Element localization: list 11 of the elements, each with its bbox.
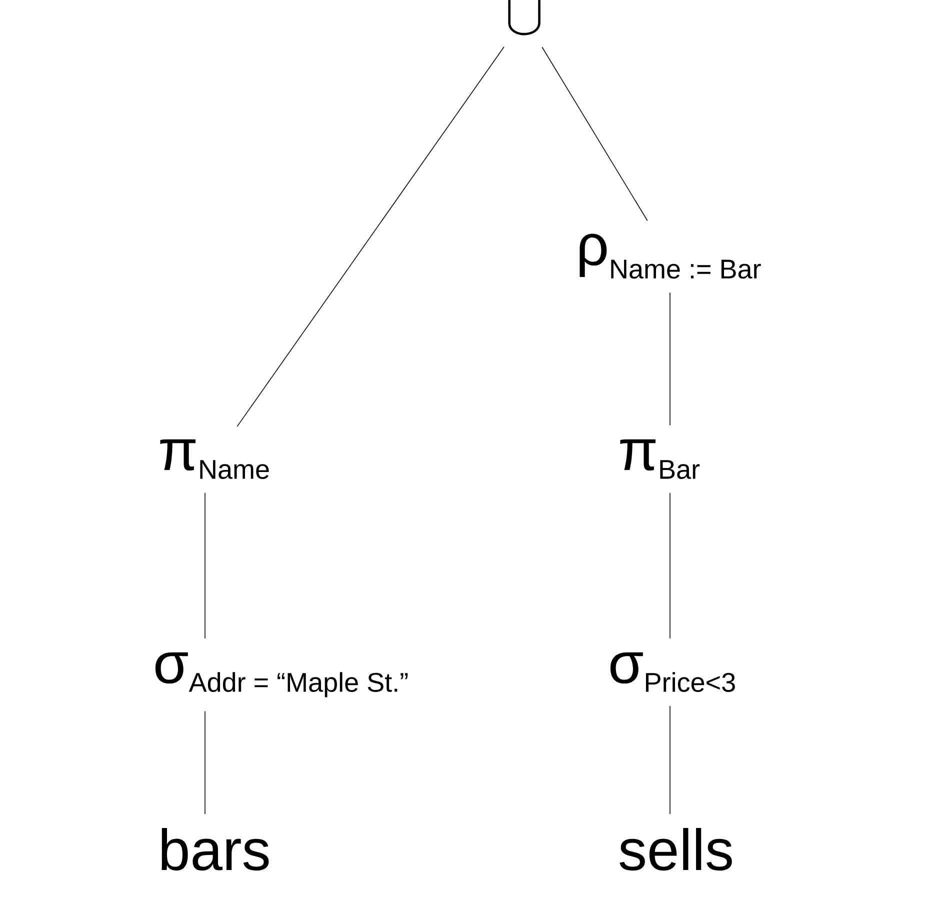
projection-operator: $\textrm{π}_{\textrm{Name}}$ — [160, 439, 269, 479]
tree-edge — [236, 46, 504, 427]
tree-edge — [204, 710, 206, 814]
rename-operator: $\textrm{ρ}_{\textrm{Name := Bar}}$ — [580, 234, 761, 279]
tree-edge — [204, 492, 206, 639]
relation-name: bars — [162, 828, 269, 871]
projection-operator: $\textrm{π}_{\textrm{Bar}}$ — [620, 439, 700, 479]
relation-name: sells — [620, 828, 732, 871]
selection-operator: $\textrm{σ}_{\textrm{Price<3}}$ — [610, 652, 735, 692]
selection-operator: $\textrm{σ}_{\textrm{Addr = “Maple St.”}}$ — [155, 652, 408, 698]
tree-edge — [542, 46, 648, 222]
